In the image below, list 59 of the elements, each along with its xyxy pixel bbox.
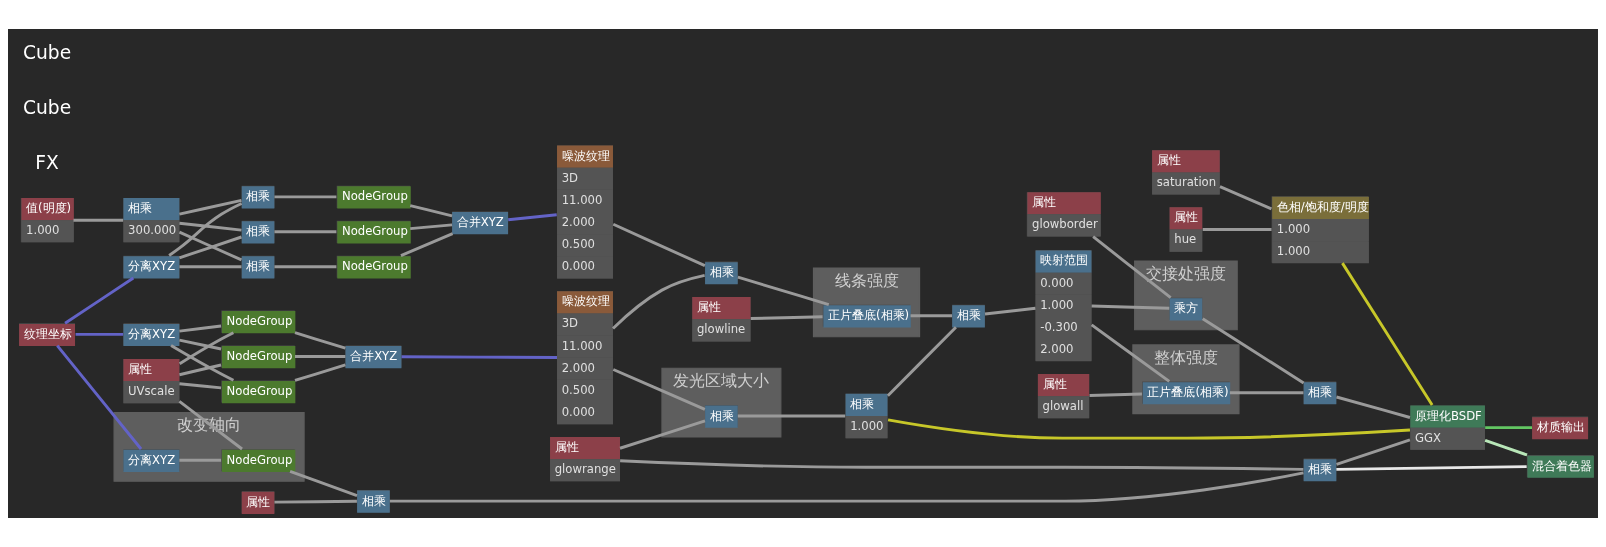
connector <box>294 331 346 350</box>
connector <box>737 275 830 306</box>
connector <box>1219 185 1272 211</box>
connector <box>400 232 454 257</box>
connector <box>620 459 1304 471</box>
connector <box>295 355 346 358</box>
connector <box>274 195 337 199</box>
connector <box>1089 392 1142 397</box>
connector <box>886 326 957 397</box>
connector <box>1202 228 1272 231</box>
connector <box>73 218 124 222</box>
connector <box>389 471 1304 503</box>
connector <box>409 204 453 218</box>
connector <box>274 230 337 234</box>
connector <box>179 458 222 462</box>
connector <box>887 418 1411 440</box>
connector <box>401 355 558 360</box>
connector <box>178 331 235 365</box>
connector <box>179 338 222 351</box>
connector <box>274 499 357 504</box>
connector <box>170 344 235 382</box>
connector <box>75 332 124 336</box>
connector <box>1090 323 1171 383</box>
connector <box>1484 439 1528 457</box>
connector <box>179 198 242 216</box>
label: FX <box>35 151 59 173</box>
connector <box>612 273 705 330</box>
connector <box>1336 465 1527 471</box>
connector <box>56 344 143 450</box>
connector <box>179 265 242 269</box>
connector <box>168 202 243 257</box>
connector <box>179 363 222 377</box>
label: Cube <box>22 42 72 64</box>
connector <box>910 314 953 318</box>
connector <box>1229 391 1304 395</box>
connector <box>179 382 222 390</box>
connector <box>1336 438 1411 466</box>
connector <box>612 222 706 267</box>
connector <box>274 265 337 269</box>
connector <box>619 419 706 450</box>
label: Cube <box>22 96 72 118</box>
connector <box>1485 426 1532 430</box>
connector <box>750 315 823 320</box>
connector <box>294 363 346 382</box>
connector <box>508 213 557 222</box>
connector <box>984 306 1036 316</box>
connector <box>1341 262 1434 406</box>
connector <box>1091 304 1170 310</box>
connector <box>737 414 846 418</box>
connector <box>1092 235 1172 299</box>
connector <box>612 368 706 411</box>
connector <box>179 221 242 232</box>
connector <box>1336 395 1411 419</box>
connector <box>179 324 222 333</box>
connector <box>289 470 358 497</box>
connector <box>64 276 135 325</box>
connector <box>410 223 453 231</box>
connector <box>178 400 243 451</box>
connector <box>1201 317 1305 385</box>
